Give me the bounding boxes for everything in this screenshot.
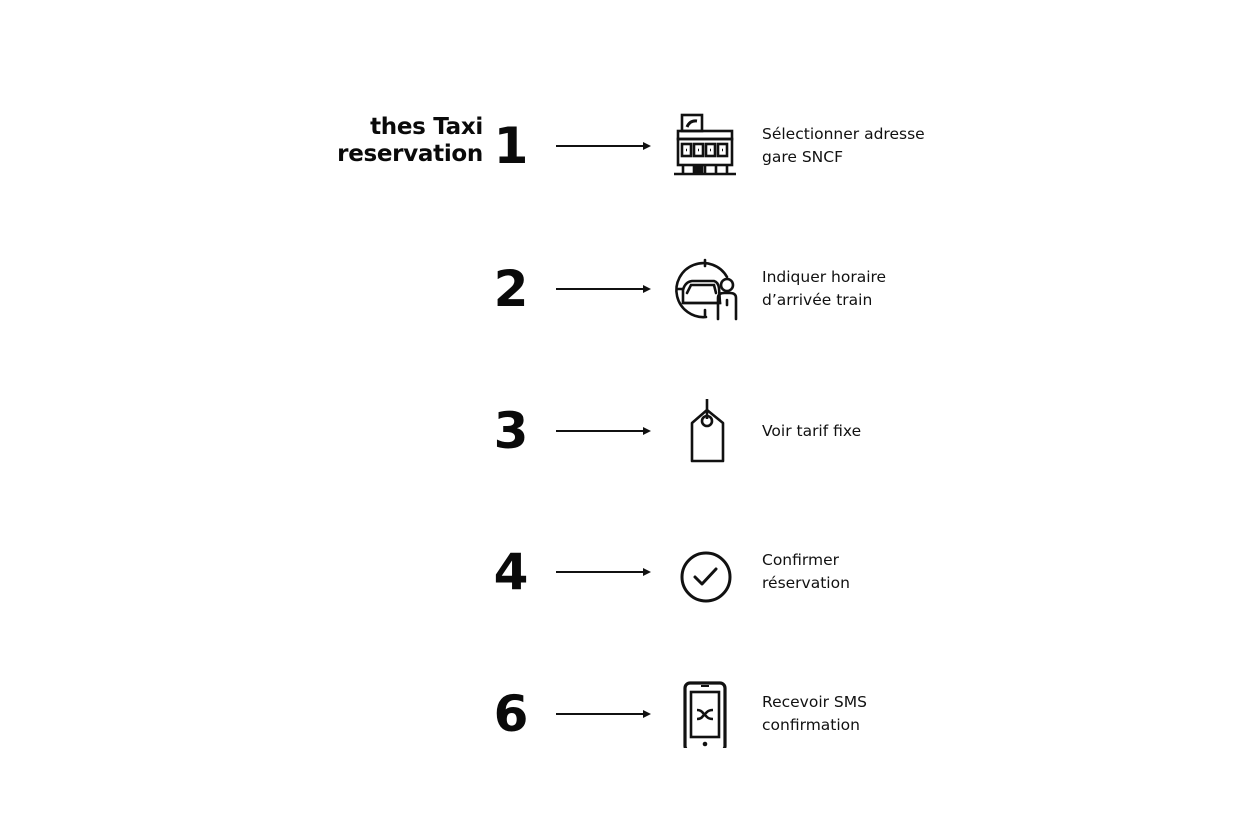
arrow-icon [556, 142, 651, 150]
diagram-title: thes Taxi reservation [337, 114, 483, 168]
step-label: Sélectionner adresse gare SNCF [762, 106, 925, 186]
price-tag-icon [670, 397, 740, 465]
arrow-icon [556, 285, 651, 293]
step-number: 2 [493, 260, 529, 318]
arrow-icon [556, 568, 651, 576]
step-label: Confirmer réservation [762, 532, 850, 612]
step-label-line-1: Recevoir SMS [762, 693, 867, 711]
step-label: Voir tarif fixe [762, 391, 861, 471]
diagram-title-line-1: thes Taxi [370, 114, 483, 140]
arrow-icon [556, 710, 651, 718]
train-station-building-icon [670, 112, 740, 180]
clock-car-driver-icon [670, 255, 740, 323]
check-circle-icon [670, 538, 740, 606]
step-label: Indiquer horaire d’arrivée train [762, 249, 886, 329]
step-6: 6 Recevoir SMS confirmation [0, 674, 1248, 754]
step-4: 4 Confirmer réservation [0, 532, 1248, 612]
step-3: 3 Voir tarif fixe [0, 391, 1248, 471]
step-number: 4 [493, 543, 529, 601]
step-number: 1 [493, 117, 529, 175]
step-number: 6 [493, 685, 529, 743]
arrow-icon [556, 427, 651, 435]
step-2: 2 Indiquer horaire d’arrivée train [0, 249, 1248, 329]
smartphone-sms-icon [670, 680, 740, 748]
step-label-line-1: Confirmer [762, 551, 840, 569]
step-1: 1 Sélectionner adresse gare SNCF [0, 106, 1248, 186]
step-label-line-2: réservation [762, 574, 850, 592]
step-label-line-1: Indiquer horaire [762, 268, 887, 286]
step-label: Recevoir SMS confirmation [762, 674, 867, 754]
diagram-title-line-2: reservation [337, 141, 483, 167]
step-label-line-2: confirmation [762, 716, 860, 734]
step-label-line-1: Sélectionner adresse [762, 125, 925, 143]
step-label-line-2: d’arrivée train [762, 291, 873, 309]
step-number: 3 [493, 402, 529, 460]
step-label-line-2: gare SNCF [762, 148, 844, 166]
step-label-line-1: Voir tarif fixe [762, 421, 862, 440]
